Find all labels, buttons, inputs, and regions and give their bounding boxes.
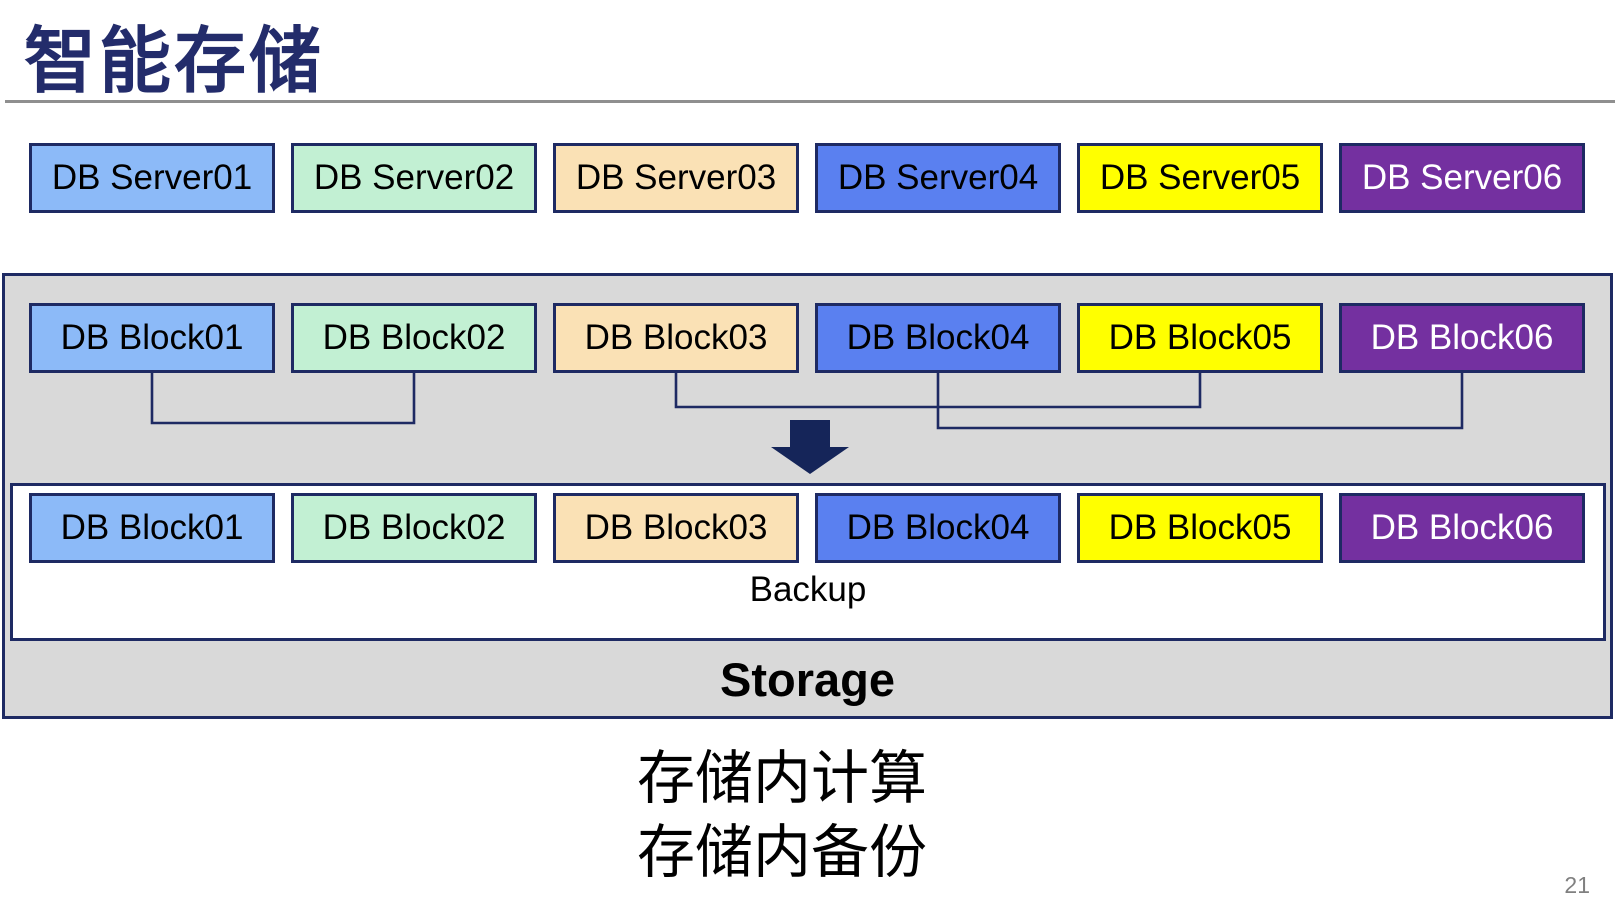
db-server-box-02: DB Server02	[291, 143, 537, 213]
db-block-top-06: DB Block06	[1339, 303, 1585, 373]
db-block-bottom-05: DB Block05	[1077, 493, 1323, 563]
db-server-box-03: DB Server03	[553, 143, 799, 213]
caption-line-1: 存储内计算	[637, 746, 928, 811]
db-block-top-05: DB Block05	[1077, 303, 1323, 373]
db-block-top-02: DB Block02	[291, 303, 537, 373]
db-server-row: DB Server01 DB Server02 DB Server03 DB S…	[29, 143, 1585, 213]
db-server-box-01: DB Server01	[29, 143, 275, 213]
db-block-bottom-02: DB Block02	[291, 493, 537, 563]
db-server-box-04: DB Server04	[815, 143, 1061, 213]
db-block-row-top: DB Block01 DB Block02 DB Block03 DB Bloc…	[29, 303, 1585, 373]
storage-label: Storage	[720, 653, 895, 706]
page-number: 21	[1564, 872, 1590, 898]
db-server-box-05: DB Server05	[1077, 143, 1323, 213]
caption-line-2: 存储内备份	[637, 819, 928, 885]
db-block-top-03: DB Block03	[553, 303, 799, 373]
db-block-bottom-03: DB Block03	[553, 493, 799, 563]
caption: 存储内计算 存储内备份	[637, 742, 927, 889]
backup-label: Backup	[749, 570, 867, 609]
title-divider	[5, 100, 1615, 103]
db-block-top-04: DB Block04	[815, 303, 1061, 373]
page-title: 智能存储	[24, 22, 325, 102]
db-block-top-01: DB Block01	[29, 303, 275, 373]
db-block-bottom-04: DB Block04	[815, 493, 1061, 563]
db-block-row-bottom: DB Block01 DB Block02 DB Block03 DB Bloc…	[29, 493, 1585, 563]
db-block-bottom-06: DB Block06	[1339, 493, 1585, 563]
db-block-bottom-01: DB Block01	[29, 493, 275, 563]
db-server-box-06: DB Server06	[1339, 143, 1585, 213]
